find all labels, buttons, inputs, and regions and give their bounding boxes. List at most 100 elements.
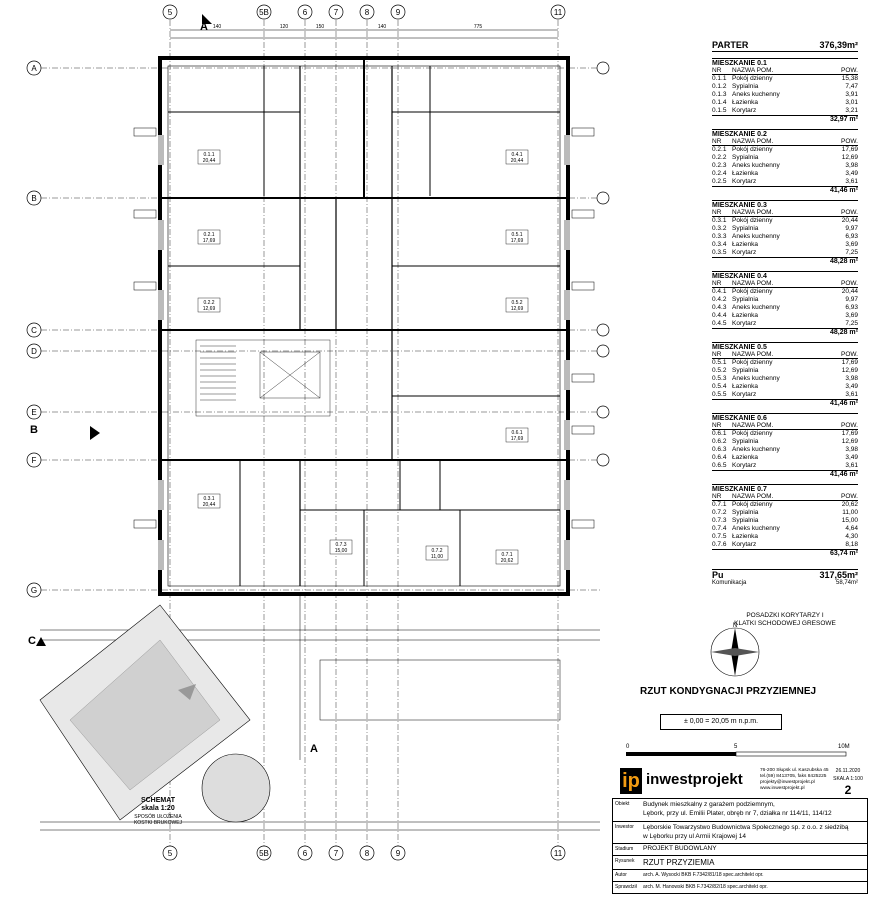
- table-row: 0.4.1 Pokój dzienny 20,44: [712, 288, 858, 296]
- room-label: 0.4.1 20,44: [505, 149, 529, 165]
- room-nr: 0.7.6: [712, 541, 727, 548]
- left-axis-labels: A B C D E F G: [31, 64, 37, 595]
- svg-text:11,00: 11,00: [431, 554, 443, 560]
- axis-label-left: C: [31, 326, 37, 335]
- usable-area-label: Pu: [712, 570, 724, 580]
- staircase: [195, 339, 331, 417]
- column-header: NAZWA POM.: [732, 493, 774, 500]
- room-name: Sypialnia: [732, 154, 759, 161]
- svg-text:0.1.1: 0.1.1: [203, 152, 214, 158]
- compass-north: N: [733, 623, 737, 629]
- column-header: POW.: [841, 67, 858, 74]
- axis-label-left: E: [31, 408, 36, 417]
- room-area: 9,97: [845, 296, 858, 303]
- dimension-label: 775: [474, 24, 483, 30]
- radiators: [133, 127, 595, 529]
- room-name: Łazienka: [732, 312, 759, 319]
- level-name: PARTER: [712, 40, 749, 50]
- room-name: Pokój dzienny: [732, 288, 773, 295]
- apartment-title: MIESZKANIE 0.5: [712, 344, 767, 351]
- plan-title: RZUT KONDYGNACJI PRZYZIEMNEJ: [640, 686, 817, 697]
- svg-text:0.5.2: 0.5.2: [511, 300, 522, 306]
- right-axis-markers: [596, 61, 610, 467]
- column-header: POW.: [841, 138, 858, 145]
- apartment-title: MIESZKANIE 0.4: [712, 273, 767, 280]
- room-nr: 0.4.4: [712, 312, 727, 319]
- schema-line: KOSTKI BRUKOWEJ: [134, 820, 183, 826]
- svg-text:0.2.1: 0.2.1: [203, 232, 214, 238]
- room-name: Aneks kuchenny: [732, 233, 780, 240]
- room-name: Aneks kuchenny: [732, 446, 780, 453]
- room-area: 11,00: [842, 509, 858, 516]
- axis-label-left: D: [31, 347, 37, 356]
- room-name: Łazienka: [732, 170, 759, 177]
- room-name: Aneks kuchenny: [732, 525, 780, 532]
- axis-label-bottom: 7: [334, 849, 339, 858]
- room-nr: 0.7.1: [712, 501, 727, 508]
- room-name: Łazienka: [732, 533, 759, 540]
- logo-name: inwestprojekt: [646, 771, 743, 788]
- schema-line: SPOSÓB UŁOŻENIA: [134, 813, 182, 820]
- axis-label-top: 5: [168, 8, 173, 17]
- room-label: 0.2.2 12,69: [197, 297, 221, 313]
- communication-label: Komunikacja: [712, 580, 747, 586]
- axis-label-left: G: [31, 586, 37, 595]
- site-lines: [40, 594, 600, 831]
- room-name: Aneks kuchenny: [732, 91, 780, 98]
- axis-label-bottom: 6: [303, 849, 308, 858]
- svg-text:20,44: 20,44: [203, 502, 216, 508]
- room-name: Korytarz: [732, 178, 757, 185]
- compass-rose-icon: N: [710, 623, 760, 677]
- room-area: 3,98: [845, 375, 858, 382]
- svg-text:0.6.1: 0.6.1: [511, 430, 522, 436]
- section-mark-c-left: C: [28, 635, 36, 647]
- floor-plan-drawing: 5 5B 6 7 8 9 11 5 5B 6 7 8 9 11 A B C D …: [26, 4, 610, 861]
- svg-text:17,69: 17,69: [511, 238, 524, 244]
- column-header: NR: [712, 67, 722, 74]
- column-header: NR: [712, 280, 722, 287]
- apartment-total: 41,46 m²: [712, 186, 858, 194]
- svg-text:20,44: 20,44: [203, 158, 216, 164]
- room-labels: 0.1.1 20,44 0.4.1 20,44 0.2.1 17,69 0.5.…: [197, 149, 529, 565]
- room-nr: 0.4.3: [712, 304, 727, 311]
- room-area: 17,69: [841, 359, 858, 366]
- room-name: Pokój dzienny: [732, 430, 773, 437]
- room-name: Korytarz: [732, 391, 757, 398]
- axis-label-left: F: [32, 456, 37, 465]
- note-line: POSADZKI KORYTARZY I: [746, 612, 824, 619]
- room-area: 20,44: [841, 288, 858, 295]
- room-nr: 0.2.1: [712, 146, 727, 153]
- axis-label-bottom: 5: [168, 849, 173, 858]
- tb-author: Autor arch. A. Wysocki BKB F.7342/81/18 …: [613, 869, 867, 882]
- section-marks: B B C A A: [28, 14, 318, 755]
- top-axis-labels: 5 5B 6 7 8 9 11 5 5B 6 7 8 9 11: [168, 8, 563, 858]
- room-name: Korytarz: [732, 462, 757, 469]
- axis-label-top: 7: [334, 8, 339, 17]
- section-mark-a-top: A: [200, 21, 208, 33]
- room-name: Łazienka: [732, 454, 759, 461]
- top-axis-markers: [162, 4, 566, 861]
- schema-scale: skala 1:20: [141, 805, 175, 812]
- room-area: 3,91: [845, 91, 858, 98]
- room-nr: 0.4.1: [712, 288, 727, 295]
- axis-label-top: 5B: [259, 8, 269, 17]
